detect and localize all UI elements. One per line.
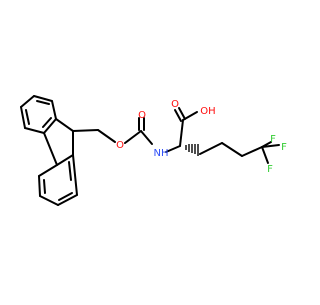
hashed-wedge-bond xyxy=(185,144,199,156)
bond-inner xyxy=(68,161,72,181)
bond-c-oh xyxy=(182,111,198,121)
bond-inner xyxy=(43,179,46,194)
bond xyxy=(33,95,53,102)
bond xyxy=(57,194,78,206)
bond xyxy=(51,100,57,120)
bond xyxy=(43,118,57,134)
bond xyxy=(38,164,58,177)
fluorine-label: F xyxy=(270,134,276,145)
bond xyxy=(24,127,45,134)
fluorenyl-group xyxy=(20,95,116,206)
bond xyxy=(97,129,116,143)
fluorine-label: F xyxy=(267,164,273,175)
bond-inner xyxy=(36,100,50,105)
bond-o-c xyxy=(124,130,142,144)
acid-hydroxyl-label: OH xyxy=(200,106,215,117)
bond xyxy=(72,129,99,132)
bond-inner xyxy=(42,117,52,128)
bond-c-o-double xyxy=(178,107,186,120)
bond xyxy=(199,142,223,155)
bond xyxy=(56,154,74,166)
fluorine-label: F xyxy=(281,142,287,153)
bond xyxy=(43,132,58,166)
bond xyxy=(55,118,74,132)
bond xyxy=(72,154,78,196)
bond-c-f xyxy=(261,146,269,164)
molecule-canvas: O O NH O OH F F F xyxy=(20,95,288,206)
bond-n-ca xyxy=(165,145,181,153)
bond xyxy=(38,175,41,197)
bond-c-o-double xyxy=(174,109,182,122)
carbamate-backbone xyxy=(124,107,280,164)
bond xyxy=(20,95,35,108)
bond-inner xyxy=(25,109,30,125)
bond-c-n xyxy=(140,130,153,145)
carbonyl-oxygen-label: O xyxy=(138,110,146,121)
ester-oxygen-label: O xyxy=(116,140,124,151)
bond xyxy=(39,195,59,206)
bond xyxy=(221,142,243,157)
amide-nh-label: NH xyxy=(154,148,169,159)
acid-oxygen-label: O xyxy=(171,99,179,110)
bond xyxy=(241,146,263,157)
molecule-structure-diagram: O O NH O OH F F F xyxy=(20,95,288,206)
bond-inner xyxy=(58,192,73,201)
bond xyxy=(20,106,26,129)
bond-ca-cooh xyxy=(179,119,184,147)
bond-c-f xyxy=(261,144,280,148)
